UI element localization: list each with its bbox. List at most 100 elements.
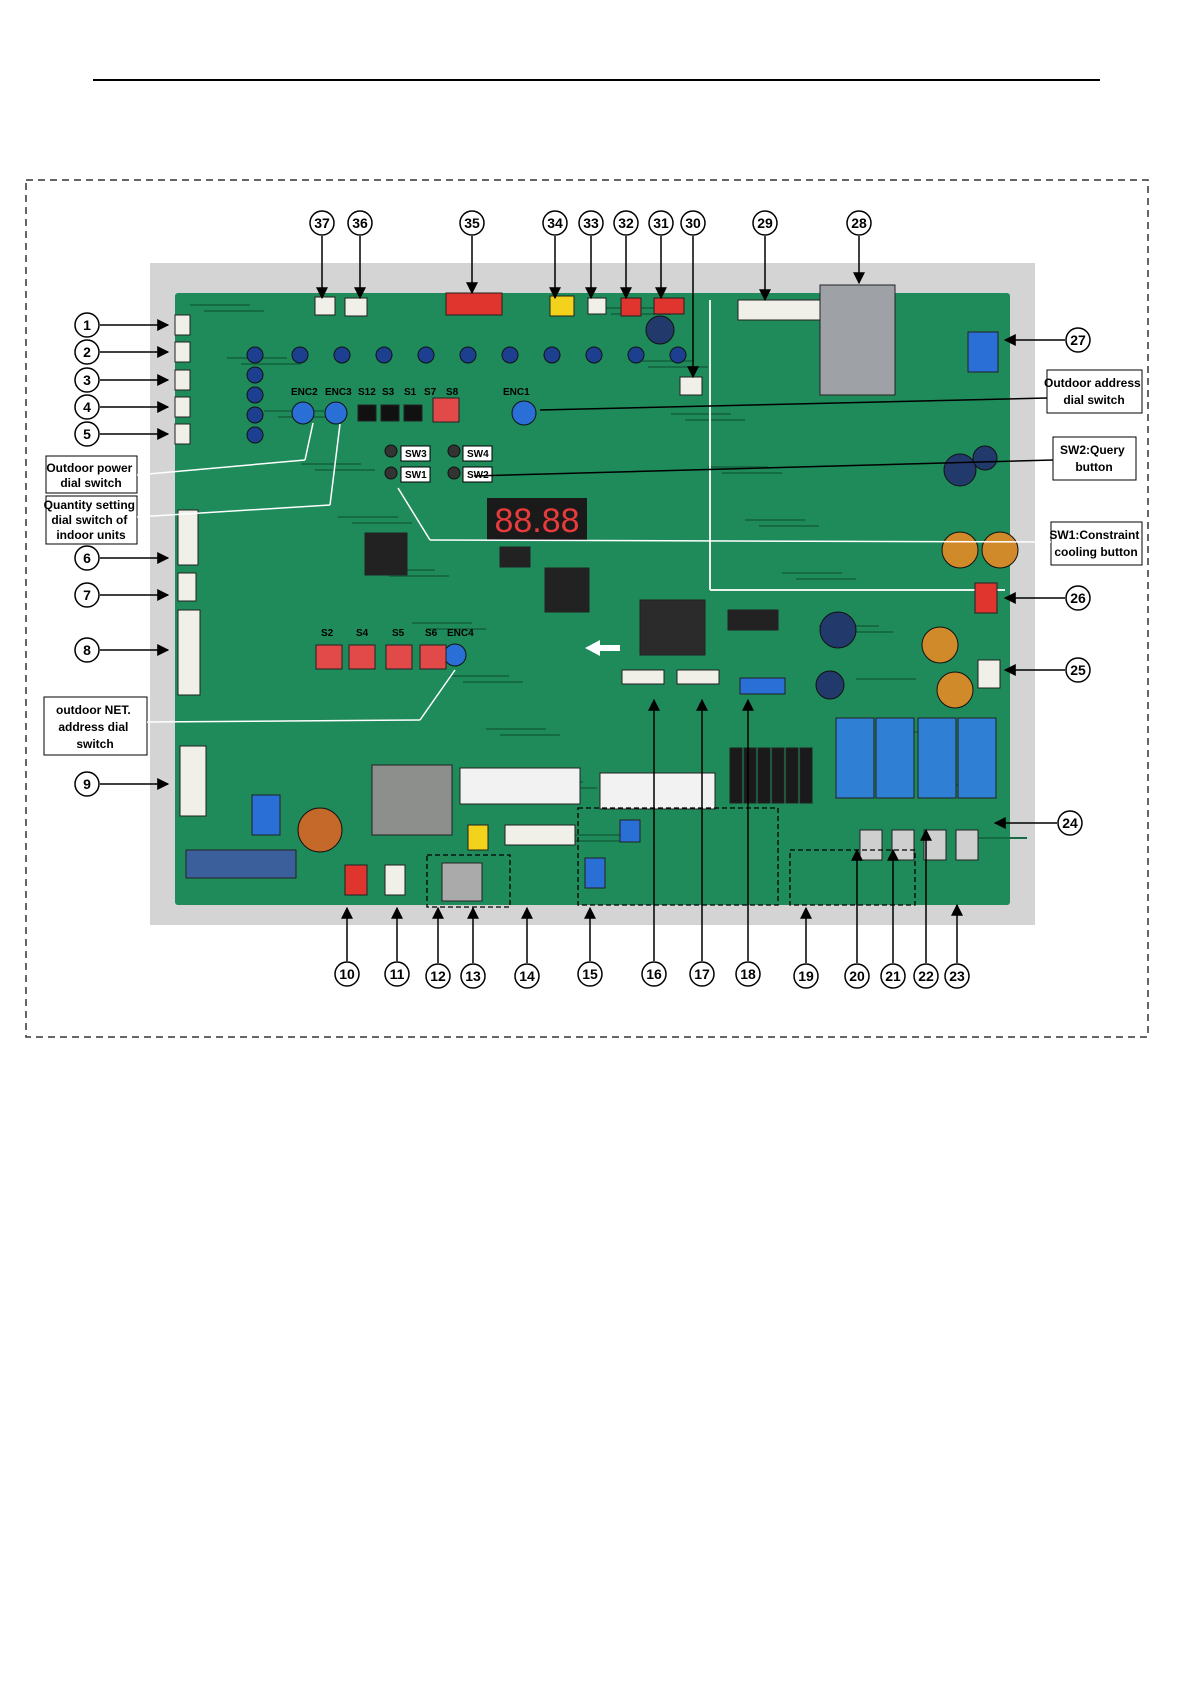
box-quantity-setting: [45, 495, 138, 545]
callout-circle: [1065, 585, 1091, 611]
capacitor: [246, 386, 264, 404]
callout-number: 22: [918, 968, 934, 984]
dashed-group: [789, 849, 916, 906]
callout-31: 31: [648, 210, 674, 300]
callout-number: 13: [465, 968, 481, 984]
callout-32: 32: [613, 210, 639, 300]
mcu-chip: [544, 567, 590, 613]
dip-switch: [403, 404, 423, 422]
callout-boxes: Outdoor power dial switch Quantity setti…: [43, 369, 1143, 756]
callout-circle: [1065, 327, 1091, 353]
label-s8: S8: [446, 387, 459, 398]
dip-switch: [315, 644, 343, 670]
callout-number: 17: [694, 966, 710, 982]
callout-17: 17: [689, 698, 715, 987]
outdoor-net-line3: switch: [76, 737, 113, 751]
svg-text:Outdoor power dial switc: Outdoor power dial switch: [46, 461, 135, 490]
callout-number: 4: [83, 399, 91, 415]
callout-circle: [514, 963, 540, 989]
callout-circle: [74, 312, 100, 338]
dial-enc1: [511, 400, 537, 426]
sw1-constraint-line2: cooling button: [1054, 545, 1137, 559]
label-s2: S2: [321, 628, 334, 639]
connector-35: [445, 292, 503, 316]
capacitor: [291, 346, 309, 364]
callout-circle: [74, 582, 100, 608]
callout-number: 5: [83, 426, 91, 442]
callout-9: 9: [74, 771, 170, 797]
outdoor-address-line2: dial switch: [1063, 393, 1124, 407]
callout-6: 6: [74, 545, 170, 571]
callout-number: 34: [547, 215, 563, 231]
capacitor: [815, 670, 845, 700]
label-enc1: ENC1: [503, 387, 530, 398]
callout-circle: [74, 771, 100, 797]
callout-number: 37: [314, 215, 330, 231]
capacitor: [585, 346, 603, 364]
callout-number: 2: [83, 344, 91, 360]
capacitor: [943, 453, 977, 487]
callout-circle: [641, 961, 667, 987]
transformer: [819, 284, 896, 396]
callout-circle: [1065, 657, 1091, 683]
connector-29: [737, 299, 824, 321]
callout-number: 16: [646, 966, 662, 982]
sticker-label: [599, 772, 716, 810]
connector-7: [177, 572, 197, 602]
capacitor: [627, 346, 645, 364]
connector-18: [739, 677, 786, 695]
connector-16: [621, 669, 665, 685]
tact-button: [384, 444, 398, 458]
connector-left: [174, 396, 191, 418]
tact-button: [384, 466, 398, 480]
svg-text:SW1:Constraint cooling b: SW1:Constraint cooling button: [1049, 528, 1142, 559]
terminal: [923, 829, 947, 861]
capacitor: [459, 346, 477, 364]
capacitor: [972, 445, 998, 471]
relay-black: [771, 747, 785, 804]
sw2-query-line1: SW2:Query: [1060, 443, 1125, 457]
callout-number: 31: [653, 215, 669, 231]
outdoor-net-line2: address dial: [58, 720, 128, 734]
relay-black: [799, 747, 813, 804]
callout-circle: [689, 961, 715, 987]
connector-17: [676, 669, 720, 685]
callout-circle: [793, 963, 819, 989]
callout-circle: [74, 339, 100, 365]
callout-circle: [309, 210, 335, 236]
callout-23: 23: [944, 903, 970, 989]
relay-black: [729, 747, 743, 804]
capacitor: [936, 671, 974, 709]
connector-left: [174, 314, 191, 336]
dip-switch: [419, 644, 447, 670]
capacitor: [941, 531, 979, 569]
capacitor: [246, 426, 264, 444]
quantity-line3: indoor units: [56, 528, 126, 542]
callout-circle: [577, 961, 603, 987]
callout-circle: [680, 210, 706, 236]
connector-13: [467, 824, 489, 851]
capacitor: [921, 626, 959, 664]
connector-25: [977, 659, 1001, 689]
inductor: [297, 807, 343, 853]
callout-18: 18: [735, 698, 761, 987]
capacitor: [333, 346, 351, 364]
display-digits: 88.88: [494, 502, 579, 540]
callout-circle: [459, 210, 485, 236]
callout-number: 9: [83, 776, 91, 792]
label-s6: S6: [425, 628, 438, 639]
ic-chip: [727, 609, 779, 631]
relay-black: [757, 747, 771, 804]
capacitor: [246, 406, 264, 424]
terminal: [955, 829, 979, 861]
capacitor: [417, 346, 435, 364]
callout-15: 15: [577, 906, 603, 987]
callout-number: 23: [949, 968, 965, 984]
callout-number: 7: [83, 587, 91, 603]
callout-number: 15: [582, 966, 598, 982]
callout-circle: [334, 961, 360, 987]
connector-27: [967, 331, 999, 373]
callout-circle: [913, 963, 939, 989]
label-s1: S1: [404, 387, 417, 398]
